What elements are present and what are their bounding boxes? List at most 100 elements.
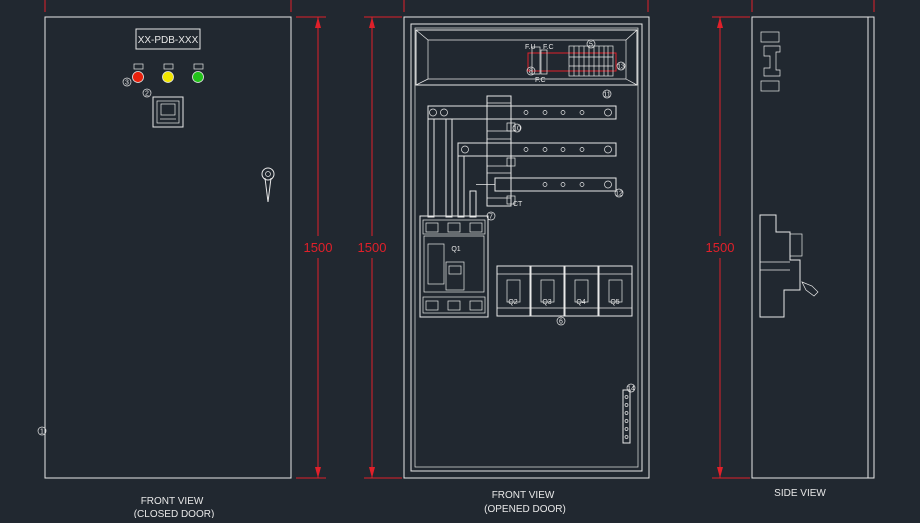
busbar-support	[486, 95, 512, 207]
front-view-opened: F.U F.C F.C 5 13 8 11	[403, 0, 650, 515]
balloon-8-text: 8	[529, 69, 533, 76]
balloon-11	[602, 89, 612, 99]
main-breaker-handle-slot	[427, 243, 445, 285]
cabinet-inner-frame	[410, 23, 643, 472]
outgoing-breakers: Q2 Q3 Q4 Q5	[496, 265, 633, 317]
view-title-side: SIDE VIEW	[774, 488, 826, 499]
busbar-hole	[560, 182, 566, 187]
earth-bar-hole	[624, 403, 629, 407]
balloon-7-text: 7	[489, 214, 493, 221]
balloon-7	[486, 211, 496, 221]
side-lamp-profile	[760, 80, 780, 92]
earth-bar-hole	[624, 411, 629, 415]
busbars	[427, 95, 617, 218]
lamp-label-green	[193, 63, 204, 70]
dimension-height-open: 1500	[358, 16, 402, 479]
balloon-6-text: 6	[559, 319, 563, 326]
handle-lever	[264, 177, 272, 203]
handle-hub	[261, 167, 275, 181]
side-din-rail-profile	[763, 45, 781, 77]
balloon-14	[626, 383, 636, 393]
dim-arrow-top	[717, 17, 723, 28]
view-title-open: FRONT VIEW	[492, 490, 555, 501]
ct-coil	[506, 195, 516, 205]
dim-arrow-top	[315, 17, 321, 28]
side-main-breaker-profile	[759, 214, 801, 318]
breaker-handle	[574, 279, 589, 303]
busbar-hole	[542, 182, 548, 187]
dimension-text: 1500	[706, 240, 735, 255]
busbar-hole	[523, 147, 529, 152]
balloon-14-text: 14	[627, 386, 635, 393]
busbar-hole	[523, 110, 529, 115]
top-compartment	[415, 29, 638, 86]
main-breaker-front	[423, 235, 485, 293]
busbar-bolt	[461, 145, 469, 154]
view-subtitle-open: (OPENED DOOR)	[484, 504, 566, 515]
dim-arrow-bottom	[369, 467, 375, 478]
side-door-edge	[867, 16, 875, 479]
earth-bar-hole	[624, 395, 629, 399]
indicator-lamps	[132, 63, 204, 83]
balloon-5-text: 5	[589, 42, 593, 49]
breaker-q2	[496, 265, 531, 317]
balloon-12-text: 12	[615, 191, 623, 198]
terminal-lug	[447, 300, 461, 311]
earth-bar-body	[622, 389, 631, 444]
main-breaker-body	[419, 215, 489, 318]
panel-meter-display	[160, 103, 176, 116]
busbar-bolt	[604, 108, 612, 117]
main-breaker-top-terminals	[422, 219, 486, 235]
earth-bar-hole	[624, 427, 629, 431]
yellow-indicator-lamp	[162, 71, 174, 83]
front-view-closed: XX-PDB-XXX 3 2 1 FRONT VIEW (CLOSED DOOR…	[37, 0, 292, 520]
busbar-hole	[560, 147, 566, 152]
handle-hub-inner	[265, 171, 271, 177]
busbar-hole	[579, 147, 585, 152]
breaker-q3	[530, 265, 565, 317]
riser-l1	[427, 118, 435, 218]
side-handle-profile	[801, 281, 819, 297]
view-subtitle-closed: (CLOSED DOOR)	[134, 509, 215, 518]
cabinet-outline	[403, 16, 650, 479]
fuse-terminal	[540, 49, 548, 75]
breaker-handle	[506, 279, 521, 303]
breaker-q2-label: Q2	[508, 299, 517, 306]
busbar-bolt	[440, 108, 448, 117]
balloon-11-text: 11	[603, 92, 610, 99]
terminal-lug	[425, 222, 439, 233]
busbar-hole	[542, 147, 548, 152]
busbar-hole	[560, 110, 566, 115]
nameplate	[135, 28, 201, 50]
busbar-l2	[457, 142, 617, 157]
terminal-block-group	[568, 45, 614, 77]
panel-meter	[152, 96, 184, 128]
breaker-q3-label: Q3	[542, 299, 551, 306]
terminal-lug	[469, 222, 483, 233]
breaker-q4	[564, 265, 599, 317]
breaker-handle	[540, 279, 555, 303]
balloon-8	[526, 66, 536, 76]
terminal-label-fc: F.C	[543, 44, 554, 51]
lamp-label-red	[133, 63, 144, 70]
dimension-height-side: 1500	[706, 16, 750, 479]
dimension-height-closed: 1500	[296, 16, 333, 479]
balloon-2-text: 2	[145, 91, 149, 98]
busbar-hole	[579, 110, 585, 115]
main-breaker: Q1	[419, 215, 489, 318]
main-breaker-bottom-terminals	[422, 296, 486, 314]
cabinet-door-outline	[44, 16, 292, 479]
terminal-lug	[425, 300, 439, 311]
balloon-3-text: 3	[125, 80, 129, 87]
main-breaker-trip-unit	[445, 261, 465, 291]
breaker-q5	[598, 265, 633, 317]
balloon-5	[586, 39, 596, 49]
breaker-handle	[608, 279, 623, 303]
dimension-text: 1500	[304, 240, 333, 255]
green-indicator-lamp	[192, 71, 204, 83]
busbar-hole	[579, 182, 585, 187]
balloon-1-text: 1	[40, 429, 44, 436]
riser-l3	[469, 190, 477, 218]
balloon-2	[142, 88, 152, 98]
